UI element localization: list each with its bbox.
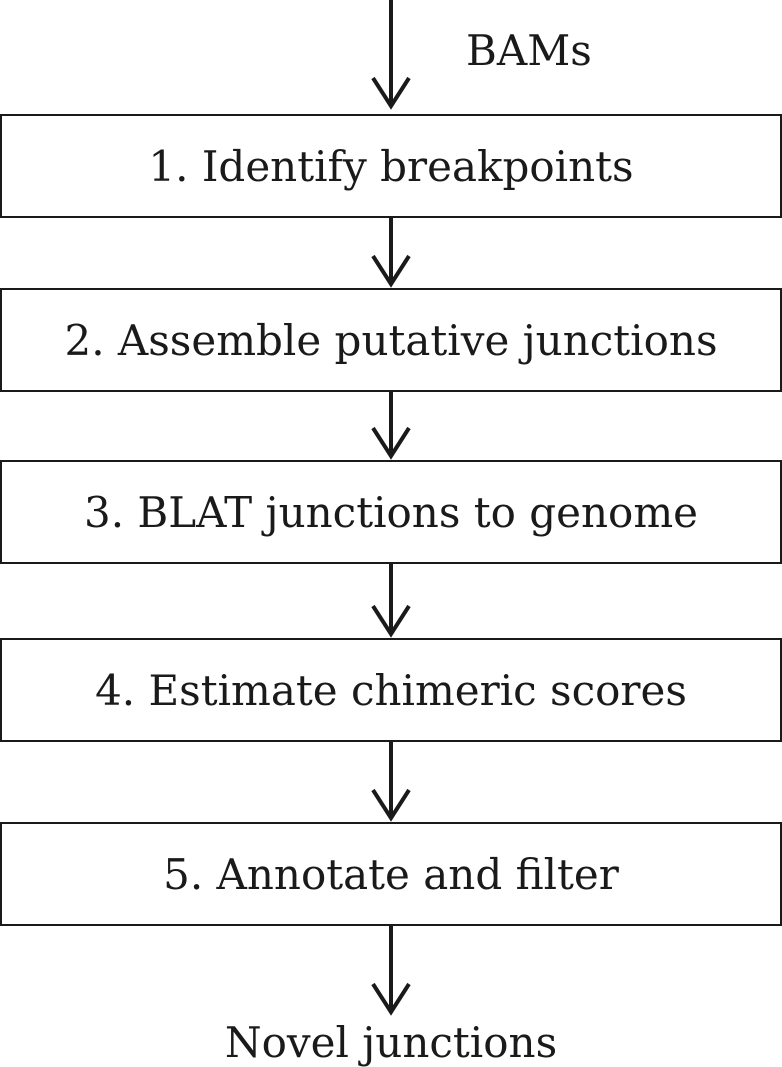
- step-box-2: 2. Assemble putative junctions: [0, 288, 782, 392]
- flow-arrow-input: [371, 0, 411, 110]
- input-label: BAMs: [466, 26, 592, 75]
- step-box-5: 5. Annotate and filter: [0, 822, 782, 926]
- step-box-4: 4. Estimate chimeric scores: [0, 638, 782, 742]
- step-box-3: 3. BLAT junctions to genome: [0, 460, 782, 564]
- output-label: Novel junctions: [224, 1018, 558, 1067]
- flow-arrow-4-5: [371, 742, 411, 822]
- flow-arrow-3-4: [371, 562, 411, 638]
- flow-arrow-2-3: [371, 392, 411, 460]
- flow-arrow-1-2: [371, 216, 411, 288]
- flow-arrow-output: [371, 926, 411, 1016]
- step-box-1: 1. Identify breakpoints: [0, 114, 782, 218]
